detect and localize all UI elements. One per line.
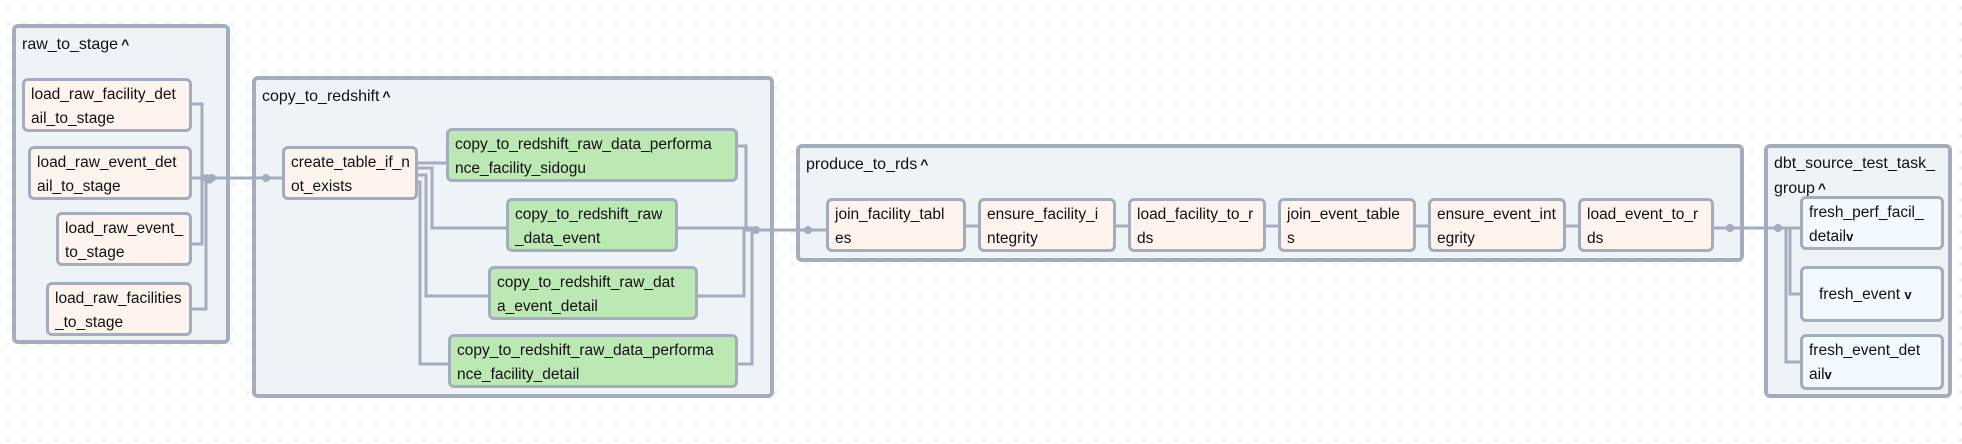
collapse-chevron-icon[interactable]: ^ [382, 88, 391, 104]
edge-copy-sidogu-out [736, 144, 756, 230]
edge-junction-dot [262, 174, 270, 182]
task-copy-to-redshift-raw-data-performance-facility-detail[interactable]: copy_to_redshift_raw_data_performa nce_f… [448, 334, 738, 388]
edge-junction-dot [1726, 224, 1734, 232]
task-join-facility-tables[interactable]: join_facility_tabl es [826, 198, 966, 252]
group-label-dbt-source-test[interactable]: dbt_source_test_task_ group^ [1774, 155, 1935, 197]
task-load-facility-to-rds[interactable]: load_facility_to_r ds [1128, 198, 1266, 252]
edge-junction-dot [1774, 224, 1782, 232]
collapse-chevron-icon[interactable]: ^ [121, 36, 130, 52]
task-fresh-event[interactable]: fresh_event v [1800, 266, 1944, 322]
edge-create-to-copy-perf-detail [416, 180, 450, 366]
task-create-table-if-not-exists[interactable]: create_table_if_n ot_exists [282, 146, 418, 200]
task-join-event-tables[interactable]: join_event_table s [1278, 198, 1416, 252]
expand-chevron-icon[interactable]: v [1904, 287, 1912, 302]
collapse-chevron-icon[interactable]: ^ [1817, 180, 1827, 196]
edge-create-to-copy-event [416, 166, 508, 230]
expand-chevron-icon[interactable]: v [1824, 367, 1832, 382]
edge-junction-dot [804, 226, 812, 234]
task-copy-to-redshift-raw-data-event-detail[interactable]: copy_to_redshift_raw_dat a_event_detail [488, 266, 698, 320]
group-label-produce-to-rds[interactable]: produce_to_rds^ [806, 156, 929, 173]
edge-load-raw-event [191, 178, 212, 246]
task-fresh-perf-facil-detail[interactable]: fresh_perf_facil_ detailv [1800, 196, 1944, 250]
task-ensure-facility-integrity[interactable]: ensure_facility_i ntegrity [978, 198, 1116, 252]
edge-dbt-to-fresh-event [1778, 226, 1802, 296]
edge-load-raw-facilities [191, 180, 212, 311]
edge-create-to-copy-event-detail [416, 173, 490, 298]
task-copy-to-redshift-raw-data-performance-facility-sidogu[interactable]: copy_to_redshift_raw_data_performa nce_f… [446, 128, 738, 182]
edge-copy-perf-detail-out [736, 230, 756, 366]
task-copy-to-redshift-raw-data-event[interactable]: copy_to_redshift_raw _data_event [506, 198, 678, 252]
edge-junction-dot [208, 174, 216, 182]
edge-junction-dot [752, 226, 760, 234]
task-load-event-to-rds[interactable]: load_event_to_r ds [1578, 198, 1714, 252]
collapse-chevron-icon[interactable]: ^ [920, 156, 929, 172]
group-label-raw-to-stage[interactable]: raw_to_stage^ [22, 36, 130, 53]
task-load-raw-event-to-stage[interactable]: load_raw_event_ to_stage [56, 212, 192, 266]
task-load-raw-event-detail-to-stage[interactable]: load_raw_event_det ail_to_stage [28, 146, 192, 200]
task-fresh-event-detail[interactable]: fresh_event_det ailv [1800, 334, 1944, 390]
task-ensure-event-integrity[interactable]: ensure_event_int egrity [1428, 198, 1566, 252]
edge-load-raw-facility-detail [191, 102, 212, 178]
group-label-copy-to-redshift[interactable]: copy_to_redshift^ [262, 88, 391, 105]
edge-copy-event-detail-out [696, 228, 756, 298]
task-load-raw-facilities-to-stage[interactable]: load_raw_facilities _to_stage [46, 282, 192, 336]
task-load-raw-facility-detail-to-stage[interactable]: load_raw_facility_det ail_to_stage [22, 78, 192, 132]
expand-chevron-icon[interactable]: v [1846, 229, 1854, 244]
